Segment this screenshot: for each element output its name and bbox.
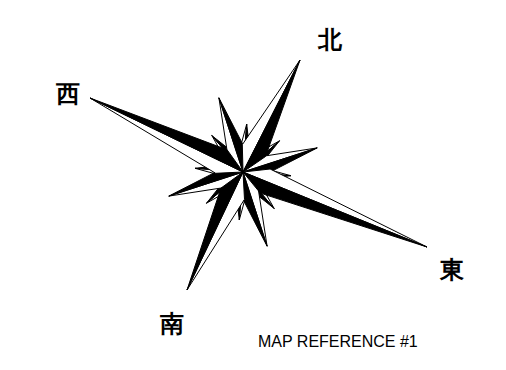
rose-point	[187, 172, 243, 290]
rose-point	[187, 172, 245, 290]
direction-north: 北	[318, 28, 342, 52]
direction-east: 東	[440, 258, 464, 282]
direction-west: 西	[56, 82, 80, 106]
rose-point	[243, 60, 300, 172]
rose-point	[90, 98, 243, 172]
rose-point	[243, 169, 427, 247]
rose-point	[90, 98, 243, 173]
map-reference: MAP REFERENCE #1	[258, 332, 418, 351]
rose-point	[243, 172, 427, 247]
direction-south: 南	[160, 312, 184, 336]
rose-point	[242, 60, 300, 172]
